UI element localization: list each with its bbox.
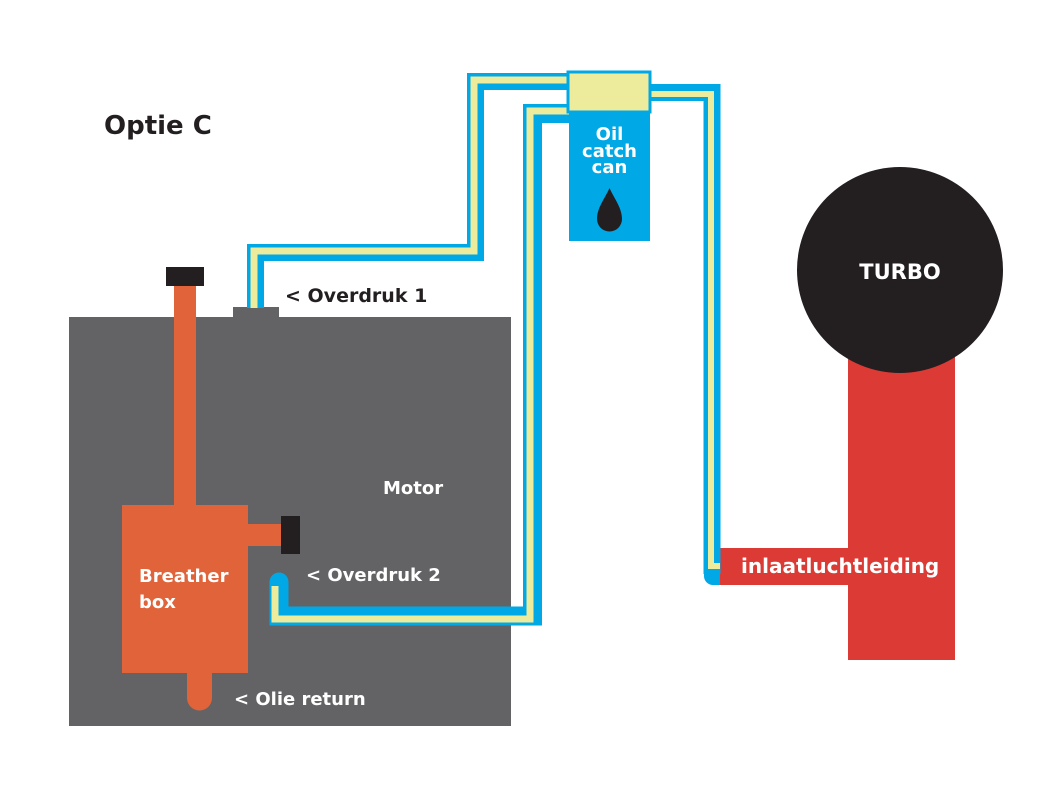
diagram-title: Optie C <box>104 111 212 141</box>
overdruk-1-label: < Overdruk 1 <box>285 285 427 307</box>
catch-can-label-line3: can <box>592 157 628 178</box>
oil-drop-icon <box>597 188 622 232</box>
overdruk-1-port <box>233 307 279 318</box>
catch-can-label-line2: catch <box>582 141 637 162</box>
motor-label: Motor <box>383 478 443 499</box>
breather-top-cap <box>166 267 204 286</box>
turbo-label: TURBO <box>859 260 940 284</box>
hose-overdruk-1 <box>247 73 572 308</box>
intake-pipe <box>712 548 852 585</box>
catch-can-label-line1: Oil <box>596 124 624 145</box>
breather-label-line2: box <box>139 592 176 613</box>
turbo-housing <box>797 167 1003 373</box>
hose-overdruk-2 <box>269 104 572 626</box>
catch-can-connector <box>566 70 652 114</box>
breather-label-line1: Breather <box>139 566 229 587</box>
breather-box <box>122 505 248 673</box>
breather-side-arm <box>246 524 283 546</box>
olie-return-label: < Olie return <box>234 689 366 710</box>
intake-label: inlaatluchtleiding <box>741 554 939 578</box>
breather-stem <box>174 284 196 508</box>
overdruk-2-label: < Overdruk 2 <box>306 565 441 586</box>
hose-to-intake-end <box>704 566 720 585</box>
oil-return-drain <box>187 672 212 711</box>
hose-to-intake <box>646 84 721 585</box>
breather-side-cap <box>281 516 300 554</box>
intake-column <box>848 340 955 660</box>
